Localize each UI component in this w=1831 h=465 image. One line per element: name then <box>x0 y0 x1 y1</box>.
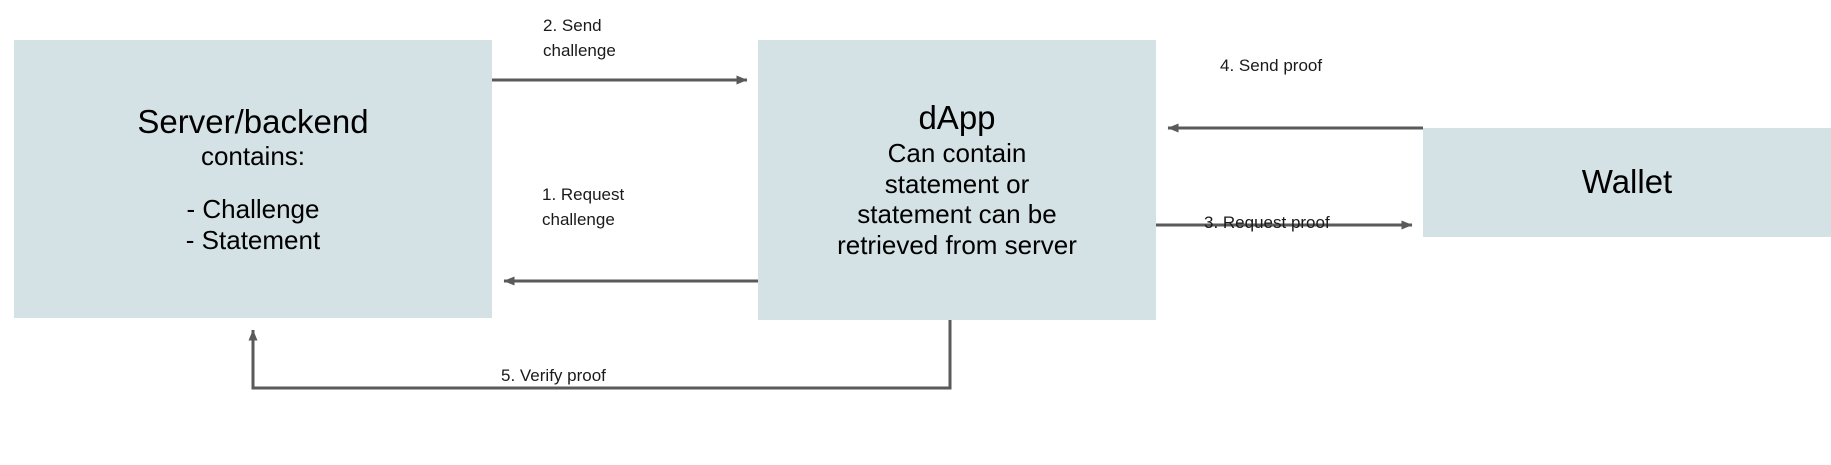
node-dapp-title: dApp <box>918 99 996 137</box>
node-dapp[interactable]: dApp Can contain statement or statement … <box>758 40 1156 320</box>
node-server-backend[interactable]: Server/backend contains: - Challenge - S… <box>14 40 492 318</box>
node-wallet-title: Wallet <box>1581 163 1673 201</box>
edge-label-request-proof: 3. Request proof <box>1204 213 1330 232</box>
node-wallet[interactable]: Wallet <box>1423 128 1831 237</box>
edge-label-request-challenge: 1. Request challenge <box>542 185 625 229</box>
node-server-item-statement: - Statement <box>185 224 321 255</box>
node-server-item-challenge: - Challenge <box>186 194 320 225</box>
node-dapp-line-4: retrieved from server <box>837 230 1077 261</box>
node-server-subtitle: contains: <box>200 141 306 172</box>
node-dapp-line-1: Can contain <box>887 138 1027 169</box>
edge-label-verify-proof: 5. Verify proof <box>501 366 606 385</box>
node-dapp-line-2: statement or <box>884 168 1030 199</box>
edge-label-send-challenge: 2. Send challenge <box>543 16 616 60</box>
node-dapp-line-3: statement can be <box>857 199 1057 230</box>
edge-label-send-proof: 4. Send proof <box>1220 56 1323 75</box>
node-server-title: Server/backend <box>137 102 369 140</box>
